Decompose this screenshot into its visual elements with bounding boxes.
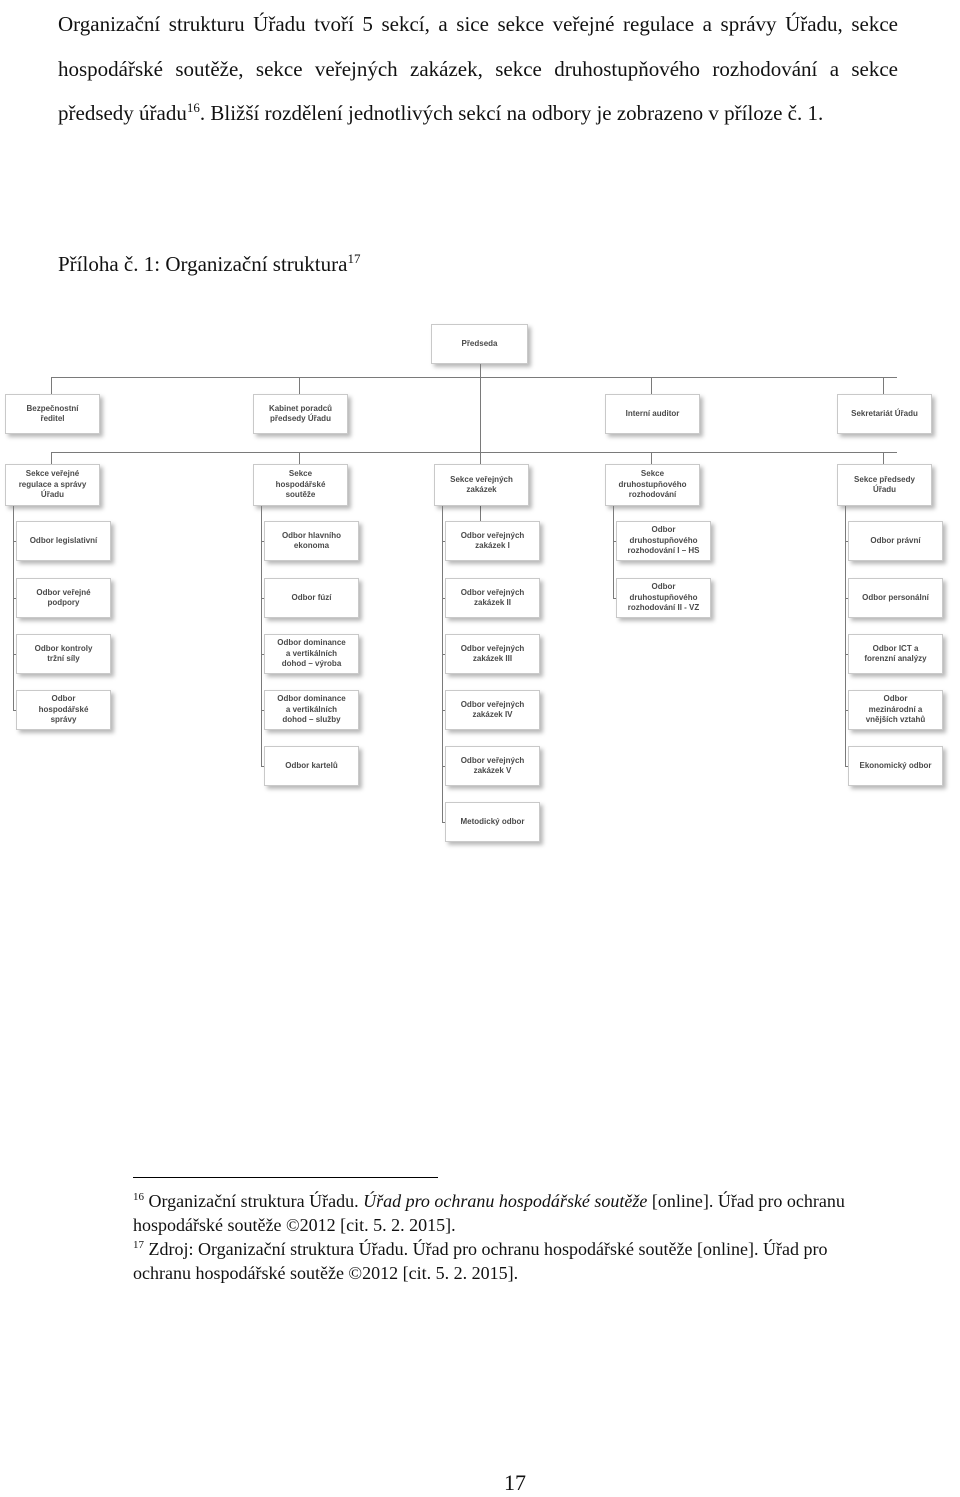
footnote-text: Organizační struktura Úřadu. (148, 1191, 364, 1211)
connector-line (613, 506, 614, 598)
unit-box: Odbor personální (848, 578, 943, 618)
page-number: 17 (504, 1470, 526, 1495)
footnote-17: 17 Zdroj: Organizační struktura Úřadu. Ú… (133, 1237, 873, 1285)
footnotes: 16 Organizační struktura Úřadu. Úřad pro… (133, 1189, 873, 1285)
paragraph-text-after: . Bližší rozdělení jednotlivých sekcí na… (199, 101, 824, 125)
org-root-box: Předseda (431, 324, 528, 364)
unit-box: Odbor dominance a vertikálních dohod – s… (264, 690, 359, 730)
footnote-number: 16 (133, 1191, 144, 1203)
staff-box: Kabinet poradců předsedy Úřadu (253, 394, 348, 434)
connector-line (442, 506, 443, 822)
connector-line (51, 377, 897, 378)
connector-line (651, 452, 652, 464)
unit-box: Odbor hospodářské správy (16, 690, 111, 730)
staff-box: Interní auditor (605, 394, 700, 434)
staff-box: Sekretariát Úřadu (837, 394, 932, 434)
unit-box: Odbor veřejných zakázek V (445, 746, 540, 786)
footnote-separator (133, 1177, 438, 1178)
connector-line (51, 377, 52, 395)
connector-line (299, 377, 300, 395)
unit-box: Odbor veřejných zakázek III (445, 634, 540, 674)
unit-box: Odbor dominance a vertikálních dohod – v… (264, 634, 359, 674)
unit-box: Odbor veřejné podpory (16, 578, 111, 618)
section-box: Sekce veřejných zakázek (434, 464, 529, 506)
footnote-text-rest: [online]. Úřad pro ochranu hospodářské s… (133, 1191, 845, 1235)
unit-box: Odbor fúzí (264, 578, 359, 618)
connector-line (883, 452, 884, 464)
unit-box: Odbor veřejných zakázek I (445, 521, 540, 561)
section-box: Sekce veřejné regulace a správy Úřadu (5, 464, 100, 506)
section-box: Sekce druhostupňového rozhodování (605, 464, 700, 506)
unit-box: Odbor legislativní (16, 521, 111, 561)
footnote-16: 16 Organizační struktura Úřadu. Úřad pro… (133, 1189, 873, 1237)
unit-box: Odbor kontroly tržní síly (16, 634, 111, 674)
footnote-number: 17 (133, 1239, 144, 1251)
section-box: Sekce předsedy Úřadu (837, 464, 932, 506)
unit-box: Odbor veřejných zakázek IV (445, 690, 540, 730)
unit-box: Metodický odbor (445, 802, 540, 842)
footnote-italic-title: Úřad pro ochranu hospodářské soutěže (363, 1191, 648, 1211)
caption-text: Příloha č. 1: Organizační struktura (58, 252, 348, 276)
connector-line (883, 377, 884, 395)
unit-box: Odbor ICT a forenzní analýzy (848, 634, 943, 674)
footnote-text: Zdroj: Organizační struktura Úřadu. Úřad… (133, 1239, 828, 1283)
paragraph-text-before: Organizační strukturu Úřadu tvoří 5 sekc… (58, 12, 898, 125)
staff-box: Bezpečnostní ředitel (5, 394, 100, 434)
unit-box: Odbor hlavního ekonoma (264, 521, 359, 561)
unit-box: Ekonomický odbor (848, 746, 943, 786)
body-paragraph: Organizační strukturu Úřadu tvoří 5 sekc… (58, 2, 898, 136)
connector-line (13, 506, 14, 710)
figure-caption: Příloha č. 1: Organizační struktura17 (58, 252, 360, 277)
footnote-ref-16[interactable]: 16 (186, 100, 200, 115)
connector-line (480, 452, 481, 464)
connector-line (51, 452, 897, 453)
section-box: Sekce hospodářské soutěže (253, 464, 348, 506)
footnote-ref-17[interactable]: 17 (347, 251, 361, 266)
unit-box: Odbor právní (848, 521, 943, 561)
connector-line (651, 377, 652, 395)
unit-box: Odbor veřejných zakázek II (445, 578, 540, 618)
connector-line (299, 452, 300, 464)
unit-box: Odbor kartelů (264, 746, 359, 786)
connector-line (51, 452, 52, 464)
unit-box: Odbor druhostupňového rozhodování I – HS (616, 521, 711, 561)
unit-box: Odbor mezinárodní a vnějších vztahů (848, 690, 943, 730)
connector-line (845, 506, 846, 766)
unit-box: Odbor druhostupňového rozhodování II - V… (616, 578, 711, 618)
connector-line (261, 506, 262, 766)
